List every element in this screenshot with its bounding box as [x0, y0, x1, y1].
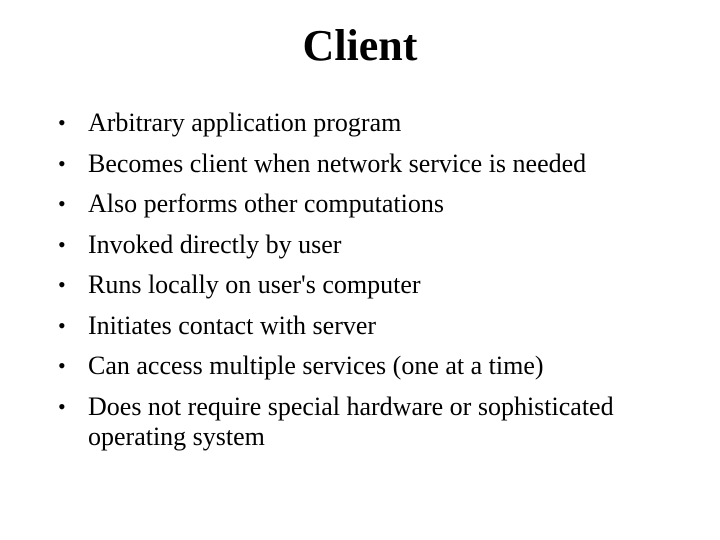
bullet-item: • Invoked directly by user [52, 230, 672, 260]
bullet-text: Arbitrary application program [88, 108, 402, 137]
bullet-text: Invoked directly by user [88, 229, 342, 259]
bullet-icon: • [58, 191, 66, 216]
slide-title: Client [302, 21, 418, 70]
bullet-text: Becomes client when network service is n… [88, 148, 587, 178]
bullet-text: Also performs other computations [88, 189, 444, 218]
bullet-list: • Arbitrary application program • Become… [52, 108, 672, 452]
bullet-item: • Runs locally on user's computer [52, 270, 672, 300]
bullet-icon: • [58, 150, 66, 176]
bullet-icon: • [58, 312, 66, 338]
bullet-icon: • [58, 353, 66, 378]
bullet-item: • Also performs other computations [52, 189, 672, 219]
bullet-item: • Can access multiple services (one at a… [52, 351, 672, 381]
bullet-icon: • [58, 393, 66, 419]
bullet-item: • Does not require special hardware or s… [52, 392, 672, 452]
bullet-text: Initiates contact with server [88, 310, 377, 340]
bullet-text: Can access multiple services (one at a t… [88, 351, 544, 380]
bullet-item: • Initiates contact with server [52, 311, 672, 341]
bullet-icon: • [58, 110, 66, 135]
bullet-text: Runs locally on user's computer [88, 270, 421, 299]
bullet-icon: • [58, 231, 66, 257]
bullet-item: • Arbitrary application program [52, 108, 672, 138]
bullet-text: Does not require special hardware or sop… [88, 391, 614, 451]
bullet-icon: • [58, 272, 66, 297]
bullet-item: • Becomes client when network service is… [52, 149, 672, 179]
